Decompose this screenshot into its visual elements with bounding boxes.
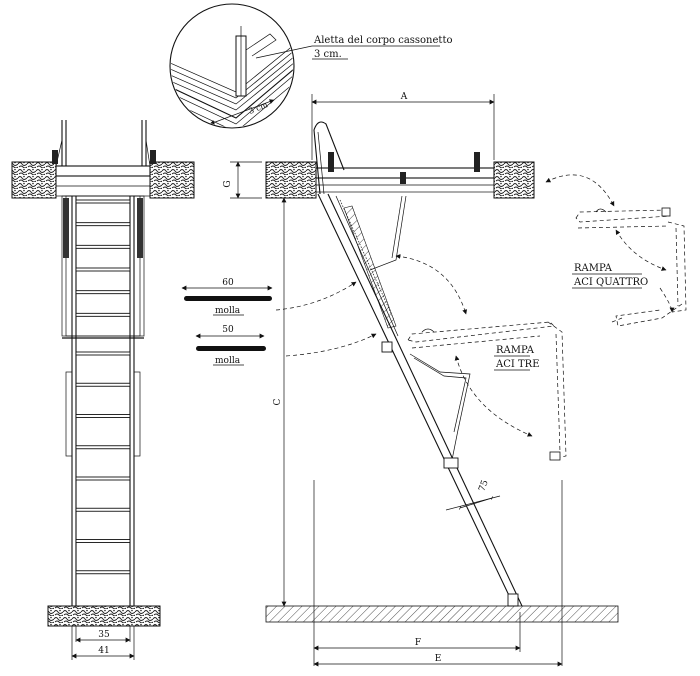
- front-view: 35 41: [11, 120, 195, 660]
- rampa-aci-quattro: RAMPA ACI QUATTRO: [545, 174, 687, 327]
- ceiling-slab-side: [265, 161, 317, 199]
- aletta-value: 3 cm.: [314, 49, 342, 60]
- springs-legend: 60 molla 50 molla: [181, 278, 377, 366]
- dim-f-label: F: [415, 638, 421, 648]
- ladder-rung: [75, 267, 131, 272]
- ceiling-slab-left: [11, 161, 57, 199]
- dim-e-label: E: [435, 654, 442, 664]
- dim-35-label: 35: [98, 630, 110, 640]
- ladder-rung: [75, 222, 131, 227]
- ladder-rung: [75, 414, 131, 418]
- ladder-rung: [75, 382, 131, 387]
- rampa-tre-title: RAMPA: [496, 345, 535, 356]
- rampa-tre-subtitle: ACI TRE: [495, 359, 540, 370]
- ladder-rung: [75, 570, 131, 575]
- ladder-rung: [75, 244, 131, 249]
- ceiling-slab-side-right: [493, 161, 535, 199]
- side-view: G A C 75 F E: [223, 92, 619, 667]
- ladder-rung: [75, 351, 131, 356]
- floor-slab-side: [265, 605, 619, 623]
- ladder-rung: [75, 539, 131, 543]
- aletta-title: Aletta del corpo cassonetto: [313, 35, 452, 46]
- spring-60-length: 60: [222, 278, 234, 288]
- dim-41-label: 41: [98, 646, 109, 656]
- ladder-rung: [75, 199, 131, 204]
- rampa-quattro-subtitle: ACI QUATTRO: [573, 277, 648, 288]
- angle-75-label: 75: [477, 479, 490, 493]
- floor-slab-left: [47, 605, 161, 627]
- ladder-rung: [75, 290, 131, 295]
- spring-50-length: 50: [222, 325, 234, 335]
- front-ladder-rungs: [62, 199, 144, 575]
- ceiling-slab-right: [149, 161, 195, 199]
- dim-a-label: A: [400, 92, 408, 102]
- ladder-rung: [75, 445, 131, 450]
- ladder-rung: [75, 507, 131, 512]
- ladder-rung: [75, 476, 131, 481]
- spring-50-name: molla: [215, 356, 241, 366]
- corner-detail: 3 cm Aletta del corpo cassonetto 3 cm.: [169, 3, 452, 129]
- dim-g-label: G: [223, 180, 233, 187]
- dim-c-label: C: [273, 398, 283, 405]
- spring-60-name: molla: [215, 306, 241, 316]
- rampa-quattro-title: RAMPA: [574, 263, 613, 274]
- rampa-aci-tre: RAMPA ACI TRE: [407, 321, 567, 461]
- ladder-rung: [75, 312, 131, 317]
